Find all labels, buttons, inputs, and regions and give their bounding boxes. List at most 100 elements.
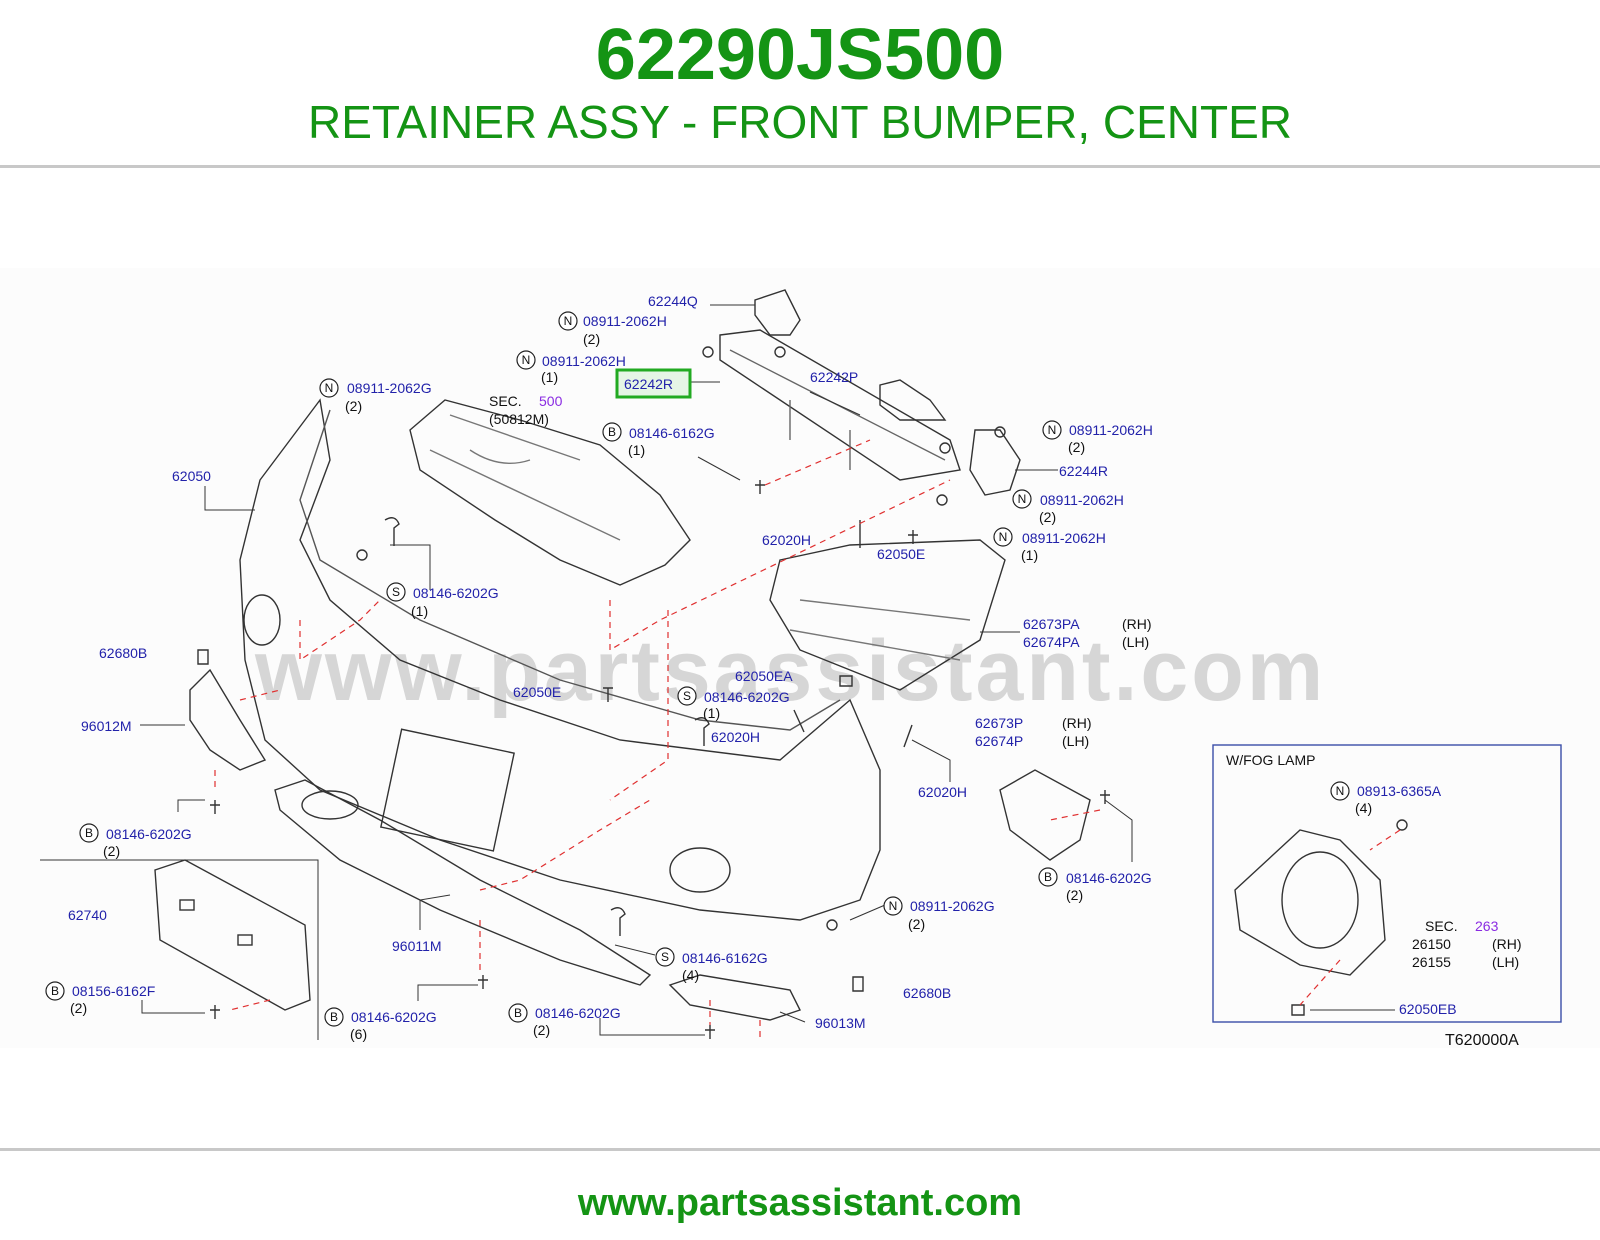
nut-1 xyxy=(702,346,714,358)
circle-fog-n xyxy=(1330,781,1350,801)
label-62673pa-rh: (RH) xyxy=(1122,616,1152,632)
label-sec500-number[interactable]: 500 xyxy=(539,393,563,409)
label-fog-sec-number[interactable]: 263 xyxy=(1475,918,1499,934)
nut-2 xyxy=(774,346,786,358)
highlighted-part-box[interactable] xyxy=(615,368,692,399)
dash-8 xyxy=(709,1000,761,1040)
letter-b5: B xyxy=(330,1010,338,1024)
label-62020h-a[interactable]: 62020H xyxy=(762,532,811,548)
label-b5-code[interactable]: 08146-6202G xyxy=(351,1009,437,1025)
diagram-code: T620000A xyxy=(1445,1032,1519,1049)
dash-6 xyxy=(609,610,669,801)
label-96012m[interactable]: 96012M xyxy=(81,718,132,734)
license-bracket-slot-1 xyxy=(179,899,195,911)
label-62673pa[interactable]: 62673PA xyxy=(1023,616,1080,632)
circle-n7 xyxy=(883,896,903,916)
label-62050[interactable]: 62050 xyxy=(172,468,211,484)
circle-s1 xyxy=(386,582,406,602)
circle-b2 xyxy=(79,823,99,843)
leader-62740 xyxy=(40,859,319,1040)
label-n2-code[interactable]: 08911-2062H xyxy=(542,353,626,369)
dash-5 xyxy=(479,799,651,891)
leader-96011m xyxy=(419,894,451,930)
fog-lamp-lens xyxy=(1281,851,1359,949)
label-62680b-a[interactable]: 62680B xyxy=(99,645,147,661)
bolt-3 xyxy=(694,717,710,746)
label-n7-code[interactable]: 08911-2062G xyxy=(910,898,995,914)
bracket-62244q xyxy=(754,289,801,336)
label-96013m[interactable]: 96013M xyxy=(815,1015,866,1031)
label-fog-n-code[interactable]: 08913-6365A xyxy=(1357,783,1442,799)
circle-s3 xyxy=(655,947,675,967)
label-62050ea[interactable]: 62050EA xyxy=(735,668,793,684)
bolt-5 xyxy=(210,800,220,814)
label-62050e-b[interactable]: 62050E xyxy=(513,684,561,700)
bolt-10 xyxy=(908,530,918,544)
undercover-50812m xyxy=(409,399,691,586)
label-b4-code[interactable]: 08156-6162F xyxy=(72,983,155,999)
bolt-4 xyxy=(610,907,626,936)
label-b6-code[interactable]: 08146-6202G xyxy=(535,1005,621,1021)
circle-n4 xyxy=(1042,420,1062,440)
circle-n1 xyxy=(558,311,578,331)
callout-circles xyxy=(45,311,1350,1027)
label-b1-code[interactable]: 08146-6162G xyxy=(629,425,715,441)
dash-3 xyxy=(299,599,381,662)
letter-n5: N xyxy=(1018,492,1027,506)
clip-62050ea xyxy=(839,675,853,687)
label-n6-code[interactable]: 08911-2062H xyxy=(1022,530,1106,546)
label-26150[interactable]: 26150 xyxy=(1412,936,1451,952)
bolt-1 xyxy=(755,480,765,494)
label-n5-code[interactable]: 08911-2062H xyxy=(1040,492,1124,508)
label-62680b-b[interactable]: 62680B xyxy=(903,985,951,1001)
lower-cover-hole xyxy=(301,790,359,820)
label-62673p[interactable]: 62673P xyxy=(975,715,1023,731)
letter-b1: B xyxy=(608,425,616,439)
license-plate-recess xyxy=(380,728,515,852)
label-b4-qty: (2) xyxy=(70,1000,87,1016)
label-62674pa[interactable]: 62674PA xyxy=(1023,634,1080,650)
parts-drawings xyxy=(154,289,1408,1039)
bracket-62244r xyxy=(969,429,1021,496)
label-s1-qty: (1) xyxy=(411,603,428,619)
circle-b1 xyxy=(602,422,622,442)
letter-s2: S xyxy=(683,689,691,703)
label-62674p-lh: (LH) xyxy=(1062,733,1089,749)
label-s3-code[interactable]: 08146-6162G xyxy=(682,950,768,966)
label-b1-qty: (1) xyxy=(628,442,645,458)
label-s2-code[interactable]: 08146-6202G xyxy=(704,689,790,705)
label-n1-code[interactable]: 08911-2062H xyxy=(583,313,667,329)
label-fog-n-qty: (4) xyxy=(1355,800,1372,816)
label-62242r[interactable]: 62242R xyxy=(624,376,673,392)
label-26155-lh: (LH) xyxy=(1492,954,1519,970)
label-62244r[interactable]: 62244R xyxy=(1059,463,1108,479)
label-b2-code[interactable]: 08146-6202G xyxy=(106,826,192,842)
label-96011m[interactable]: 96011M xyxy=(392,938,442,954)
bolt-2 xyxy=(384,517,400,546)
label-26155[interactable]: 26155 xyxy=(1412,954,1451,970)
circle-n3 xyxy=(319,378,339,398)
label-b6-qty: (2) xyxy=(533,1022,550,1038)
label-n4-code[interactable]: 08911-2062H xyxy=(1069,422,1153,438)
letter-s3: S xyxy=(661,950,669,964)
bracket-62242p-top xyxy=(879,379,947,421)
bolt-8 xyxy=(210,1005,220,1019)
website-link[interactable]: www.partsassistant.com xyxy=(577,1182,1023,1224)
label-62020h-c[interactable]: 62020H xyxy=(918,784,967,800)
label-62674p[interactable]: 62674P xyxy=(975,733,1023,749)
label-n2-qty: (1) xyxy=(541,369,558,385)
label-b3-code[interactable]: 08146-6202G xyxy=(1066,870,1152,886)
dash-4 xyxy=(214,689,281,790)
fog-lamp-opening-right xyxy=(669,847,731,893)
label-62244q[interactable]: 62244Q xyxy=(648,293,698,309)
dash-10 xyxy=(229,999,271,1011)
label-62050e-a[interactable]: 62050E xyxy=(877,546,925,562)
leader-96013m xyxy=(779,1011,806,1023)
label-62740[interactable]: 62740 xyxy=(68,907,107,923)
label-62020h-b[interactable]: 62020H xyxy=(711,729,760,745)
label-62242p[interactable]: 62242P xyxy=(810,369,858,385)
dash-1 xyxy=(764,439,871,486)
label-62050eb[interactable]: 62050EB xyxy=(1399,1001,1457,1017)
label-n3-code[interactable]: 08911-2062G xyxy=(347,380,432,396)
label-s1-code[interactable]: 08146-6202G xyxy=(413,585,499,601)
